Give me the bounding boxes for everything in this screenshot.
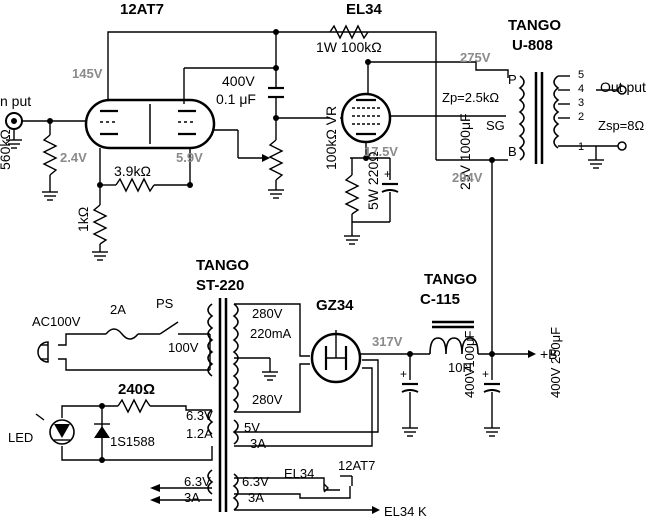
rail-el34k-label: EL34 K bbox=[384, 504, 427, 519]
tube-el34-title: EL34 bbox=[346, 1, 383, 18]
coupling-cap-value: 0.1 μF bbox=[216, 91, 256, 107]
pt-primary-label: 100V bbox=[168, 340, 199, 355]
plate-resistor-label: 1W 100kΩ bbox=[316, 39, 382, 55]
v275-label: 275V bbox=[460, 50, 491, 65]
ot-b-label: B bbox=[508, 144, 517, 159]
ot-tap-1: 1 bbox=[578, 141, 584, 153]
diode-label: 1S1588 bbox=[110, 434, 155, 449]
ot-model: U-808 bbox=[512, 37, 553, 54]
bplus-feed-wires bbox=[489, 157, 495, 354]
tube-12at7-icon bbox=[84, 98, 216, 150]
pt-rect-a: 3A bbox=[250, 436, 266, 451]
r-led-label: 240Ω bbox=[118, 381, 155, 398]
pt-hv1: 280V bbox=[252, 306, 283, 321]
led-label: LED bbox=[8, 430, 33, 445]
ot-zp-label: Zp=2.5kΩ bbox=[442, 90, 499, 105]
led-icon bbox=[35, 413, 75, 445]
v317-label: 317V bbox=[372, 334, 403, 349]
r-grid-label: 560kΩ bbox=[0, 129, 13, 170]
p-wires bbox=[365, 59, 509, 95]
r-k1-label: 1kΩ bbox=[75, 207, 91, 232]
ot-secondary-wires bbox=[558, 75, 618, 169]
ot-tap-4: 4 bbox=[578, 83, 584, 95]
volume-pot-icon[interactable] bbox=[268, 139, 284, 199]
pt-core-icon bbox=[207, 298, 239, 512]
cap1-plus: + bbox=[400, 367, 407, 381]
v175-label: 17.5V bbox=[364, 144, 398, 159]
ot-tap-3: 3 bbox=[578, 97, 584, 109]
ot-coil-icon bbox=[518, 72, 560, 164]
mains-label: AC100V bbox=[32, 314, 81, 329]
cap2-plus: + bbox=[482, 367, 489, 381]
rail-el34-label: EL34 bbox=[284, 466, 314, 481]
mains-wires bbox=[58, 321, 211, 371]
pt-out-v: 6.3V bbox=[184, 474, 211, 489]
pt-hv2: 280V bbox=[252, 392, 283, 407]
ot-tap-2: 2 bbox=[578, 111, 584, 123]
el34-wires bbox=[340, 115, 508, 245]
r-cathode-label: 5W 220Ω bbox=[365, 151, 381, 210]
bplus-out-wires bbox=[478, 350, 536, 437]
vr-label: 100kΩ VR bbox=[323, 106, 339, 170]
output-label: Out put bbox=[600, 79, 646, 95]
r-fb-label: 3.9kΩ bbox=[114, 163, 151, 179]
pt-secondary-wires bbox=[234, 303, 379, 447]
tube-gz34-title: GZ34 bbox=[316, 297, 354, 314]
c-filter1-label: 400V100μF bbox=[462, 330, 477, 398]
input-wires bbox=[6, 118, 92, 201]
cap-plus: + bbox=[384, 167, 391, 181]
heater-wires bbox=[150, 475, 380, 514]
pt-out-a2: 3A bbox=[248, 490, 264, 505]
coupling-cap-icon bbox=[268, 86, 284, 99]
c-cathode-label: 25V 1000μF bbox=[457, 113, 473, 190]
pt-heater-a: 1.2A bbox=[186, 426, 213, 441]
pt-rect-v: 5V bbox=[244, 420, 260, 435]
tube-el34-icon bbox=[340, 92, 392, 144]
v59-label: 5.9V bbox=[176, 150, 203, 165]
pt-out-v2: 6.3V bbox=[242, 474, 269, 489]
ot-zsp-label: Zsp=8Ω bbox=[598, 118, 644, 133]
12at7-wires bbox=[92, 65, 279, 261]
tube-gz34-icon bbox=[310, 332, 362, 384]
choke-model: C-115 bbox=[420, 291, 460, 308]
switch-label: PS bbox=[156, 296, 174, 311]
input-label: n put bbox=[0, 93, 31, 109]
plate-resistor bbox=[329, 24, 369, 40]
v145-label: 145V bbox=[72, 66, 103, 81]
v294-label: 294V bbox=[452, 170, 483, 185]
diode-icon bbox=[94, 423, 110, 438]
c-filter2-label: 400V 250μF bbox=[548, 327, 563, 398]
input-jack-icon[interactable] bbox=[5, 112, 23, 130]
pt-model: ST-220 bbox=[196, 277, 244, 294]
rectifier-out-wires bbox=[335, 330, 430, 437]
speaker-terminal-icon[interactable] bbox=[617, 85, 627, 151]
pt-maker: TANGO bbox=[196, 257, 249, 274]
ot-p-label: P bbox=[508, 72, 517, 87]
ot-sg-label: SG bbox=[486, 118, 505, 133]
mains-plug-icon[interactable] bbox=[37, 341, 49, 363]
choke-icon bbox=[429, 320, 479, 355]
choke-maker: TANGO bbox=[424, 271, 477, 288]
bplus-label: +B bbox=[540, 346, 558, 362]
pt-out-a: 3A bbox=[184, 490, 200, 505]
ot-maker: TANGO bbox=[508, 17, 561, 34]
tube-12at7-title: 12AT7 bbox=[120, 1, 164, 18]
v24-label: 2.4V bbox=[60, 150, 87, 165]
vr-to-el34-wire bbox=[273, 115, 330, 121]
coupling-cap-voltage: 400V bbox=[222, 73, 255, 89]
pt-current: 220mA bbox=[250, 326, 292, 341]
fuse-label: 2A bbox=[110, 302, 126, 317]
choke-inductance: 10H bbox=[448, 360, 472, 375]
rail-12at7-label: 12AT7 bbox=[338, 458, 375, 473]
pt-heater-v: 6.3V bbox=[186, 408, 213, 423]
ot-tap-5: 5 bbox=[578, 69, 584, 81]
